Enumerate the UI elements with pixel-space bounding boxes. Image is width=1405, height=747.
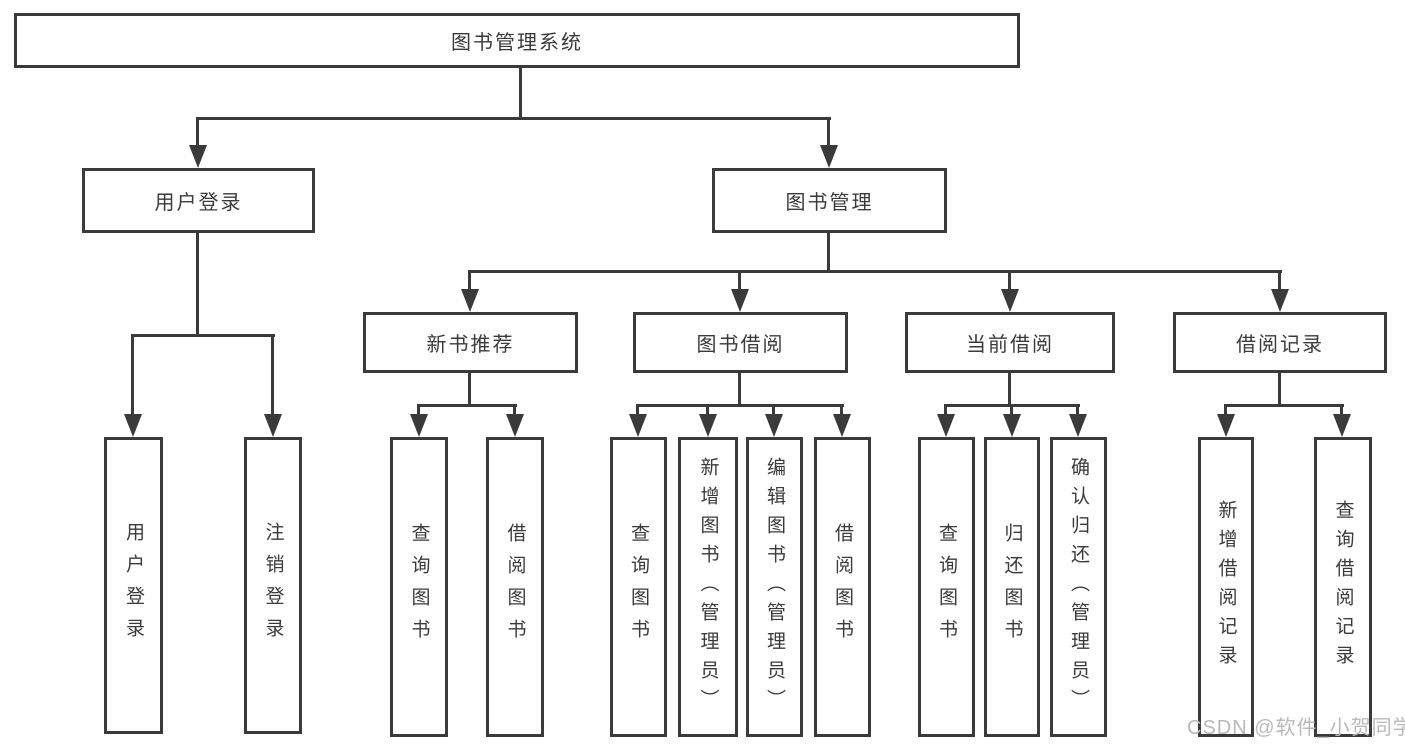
node-label: 用户登录 (123, 521, 144, 650)
arrowhead-icon (1001, 289, 1019, 312)
arrowhead-icon (189, 145, 207, 168)
node-label: 新增借阅记录 (1215, 500, 1237, 674)
connector-line (196, 117, 831, 120)
leaf-add-borrow-record: 新增借阅记录 (1198, 437, 1254, 737)
node-book-management: 图书管理 (712, 168, 947, 233)
connector-line (738, 373, 741, 407)
arrowhead-icon (820, 145, 838, 168)
arrowhead-icon (124, 414, 142, 437)
connector-line (772, 404, 775, 419)
leaf-query-books-recommend: 查询图书 (390, 437, 448, 737)
connector-line (468, 270, 1282, 273)
connector-line (196, 232, 199, 337)
node-new-book-recommend: 新书推荐 (363, 312, 578, 373)
leaf-add-book-admin: 新增图书（管理员） (678, 437, 738, 737)
arrowhead-icon (833, 414, 851, 437)
node-label: 借阅图书 (504, 523, 526, 651)
connector-line (738, 270, 741, 293)
node-current-borrowing: 当前借阅 (905, 312, 1115, 373)
connector-line (1008, 270, 1011, 293)
node-label: 查询借阅记录 (1332, 500, 1354, 674)
connector-line (513, 404, 516, 419)
connector-line (1278, 373, 1281, 407)
connector-line (519, 68, 522, 120)
leaf-logout: 注销登录 (244, 437, 302, 734)
connector-line (1340, 404, 1343, 419)
connector-line (840, 404, 843, 419)
node-label: 查询图书 (936, 523, 957, 651)
connector-line (131, 334, 275, 337)
csdn-watermark: CSDN @软件_小贺同学 (1187, 717, 1405, 739)
node-label: 用户登录 (154, 192, 243, 214)
connector-line (417, 404, 517, 407)
node-label: 借阅图书 (832, 523, 853, 651)
leaf-borrow-books: 借阅图书 (814, 437, 871, 737)
node-label: 查询图书 (628, 523, 649, 651)
node-label: 图书管理系统 (451, 32, 583, 54)
node-borrowing-records: 借阅记录 (1173, 312, 1387, 373)
connector-line (271, 334, 274, 418)
connector-line (1224, 404, 1227, 419)
node-label: 借阅记录 (1236, 334, 1324, 356)
leaf-query-borrow-record: 查询借阅记录 (1314, 437, 1372, 737)
node-user-login: 用户登录 (82, 168, 315, 233)
arrowhead-icon (264, 414, 282, 437)
arrowhead-icon (410, 414, 428, 437)
node-label: 新增图书（管理员） (697, 456, 719, 718)
connector-line (196, 117, 199, 149)
leaf-return-book: 归还图书 (984, 437, 1040, 737)
node-label: 图书管理 (785, 192, 874, 214)
node-label: 注销登录 (262, 521, 284, 650)
arrowhead-icon (1271, 289, 1289, 312)
node-label: 新书推荐 (426, 334, 515, 356)
connector-line (468, 270, 471, 293)
node-label: 查询图书 (408, 523, 430, 651)
arrowhead-icon (699, 414, 717, 437)
leaf-edit-book-admin: 编辑图书（管理员） (746, 437, 803, 737)
arrowhead-icon (506, 414, 524, 437)
node-label: 当前借阅 (966, 334, 1054, 356)
leaf-user-login: 用户登录 (104, 437, 163, 734)
connector-line (827, 232, 830, 273)
connector-line (636, 404, 844, 407)
leaf-confirm-return-admin: 确认归还（管理员） (1050, 437, 1107, 737)
connector-line (131, 334, 134, 418)
connector-line (1076, 404, 1079, 419)
connector-line (1010, 404, 1013, 419)
leaf-query-books-current: 查询图书 (918, 437, 975, 737)
connector-line (417, 404, 420, 419)
connector-line (636, 404, 639, 419)
leaf-query-books-borrow: 查询图书 (610, 437, 667, 737)
node-book-borrowing: 图书借阅 (633, 312, 848, 373)
arrowhead-icon (765, 414, 783, 437)
node-label: 编辑图书（管理员） (764, 456, 785, 718)
arrowhead-icon (731, 289, 749, 312)
arrowhead-icon (1069, 414, 1087, 437)
arrowhead-icon (461, 289, 479, 312)
connector-line (706, 404, 709, 419)
arrowhead-icon (1003, 414, 1021, 437)
connector-line (468, 373, 471, 407)
node-label: 图书借阅 (696, 334, 785, 356)
arrowhead-icon (1333, 414, 1351, 437)
leaf-borrow-books-recommend: 借阅图书 (486, 437, 544, 737)
arrowhead-icon (629, 414, 647, 437)
connector-line (1008, 373, 1011, 407)
connector-line (1224, 404, 1344, 407)
node-label: 确认归还（管理员） (1068, 456, 1089, 718)
node-library-management-system: 图书管理系统 (14, 13, 1020, 68)
connector-line (944, 404, 947, 419)
node-label: 归还图书 (1001, 523, 1023, 651)
arrowhead-icon (1217, 414, 1235, 437)
arrowhead-icon (937, 414, 955, 437)
connector-line (1278, 270, 1281, 293)
connector-line (827, 117, 830, 149)
